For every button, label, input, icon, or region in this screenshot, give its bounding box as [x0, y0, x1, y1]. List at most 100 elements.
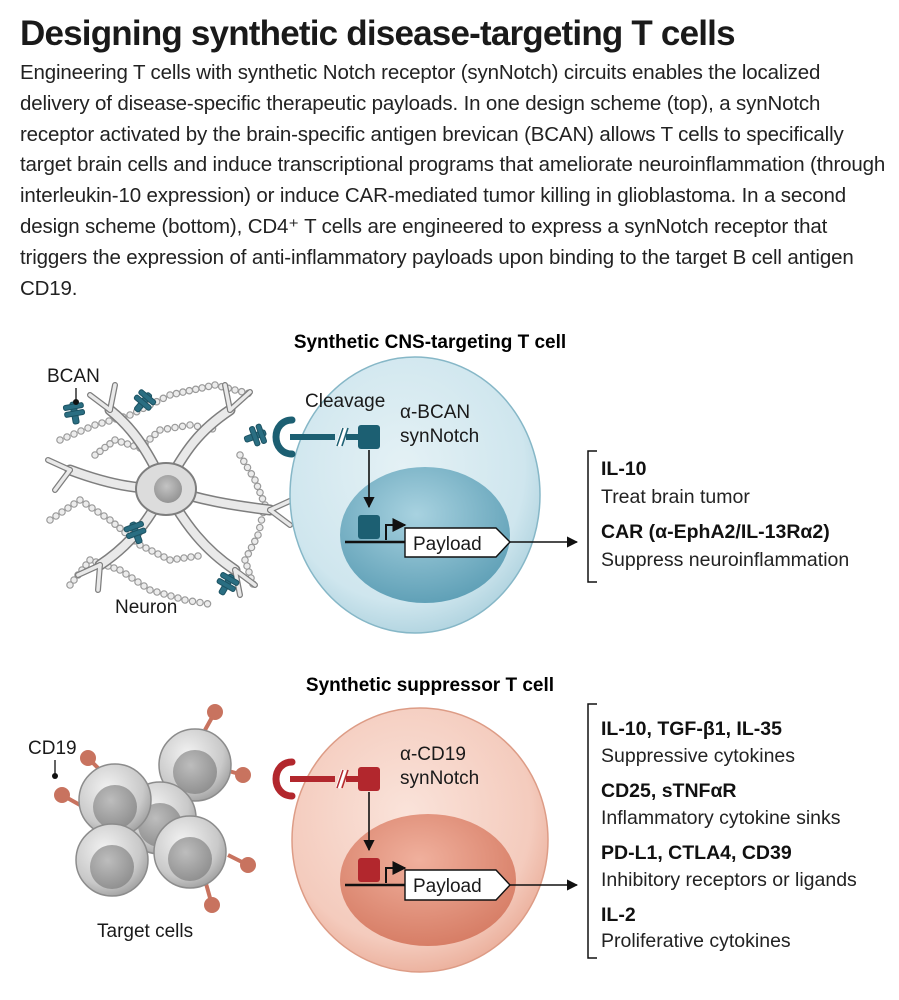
matrix-bead	[52, 512, 60, 520]
matrix-bead	[146, 586, 154, 594]
matrix-bead	[148, 547, 156, 555]
matrix-bead	[240, 457, 248, 466]
matrix-bead	[70, 500, 78, 508]
promoter-arrow-2	[385, 861, 407, 883]
matrix-bead	[247, 469, 256, 478]
matrix-bead	[255, 523, 264, 532]
cd19-label: CD19	[28, 738, 77, 759]
tf-bound-promoter-2	[358, 858, 380, 882]
tf-bound-promoter	[358, 515, 380, 539]
neuron-label: Neuron	[115, 597, 177, 618]
matrix-bead	[171, 423, 179, 432]
target-b-cells	[75, 728, 232, 897]
cleavage-label: Cleavage	[305, 391, 385, 412]
target-cell	[153, 815, 227, 889]
matrix-bead	[111, 436, 119, 444]
bcan-label: BCAN	[47, 366, 100, 387]
matrix-bead	[236, 451, 244, 459]
matrix-bead	[188, 597, 197, 606]
matrix-bead	[106, 439, 114, 448]
cd19-receptor-label-2: synNotch	[400, 768, 479, 789]
bottom-section-title: Synthetic suppressor T cell	[306, 675, 554, 696]
payload-gene-box: Payload	[404, 527, 511, 558]
matrix-bead	[160, 590, 168, 598]
matrix-bead	[243, 463, 252, 472]
matrix-bead	[116, 566, 124, 574]
matrix-bead	[105, 417, 113, 425]
payload-gene-box-2: Payload	[404, 869, 511, 901]
matrix-bead	[134, 578, 142, 586]
bcan-receptor-label-1: α-BCAN	[400, 402, 470, 423]
bottom-output-4-bold: IL-2	[601, 904, 636, 926]
matrix-bead	[166, 391, 174, 399]
matrix-bead	[70, 576, 78, 584]
matrix-bead	[251, 476, 259, 484]
target-cell	[75, 823, 149, 897]
matrix-bead	[178, 422, 187, 431]
cd19-pointer-dot	[52, 773, 58, 779]
matrix-bead	[76, 496, 84, 504]
matrix-bead	[194, 552, 202, 560]
figure-caption: Engineering T cells with synthetic Notch…	[20, 61, 886, 300]
matrix-bead	[166, 556, 174, 564]
matrix-bead	[256, 488, 264, 497]
bcan-antigens	[62, 389, 267, 596]
matrix-bead	[172, 389, 181, 398]
matrix-bead	[186, 421, 194, 429]
matrix-bead	[96, 447, 104, 456]
matrix-bead	[193, 422, 202, 431]
matrix-bead	[253, 482, 262, 491]
matrix-bead	[254, 531, 262, 539]
matrix-bead	[181, 596, 189, 604]
matrix-bead	[88, 504, 96, 512]
top-section-title: Synthetic CNS-targeting T cell	[294, 332, 566, 353]
bottom-output-bracket	[587, 703, 597, 959]
matrix-bead	[116, 524, 124, 533]
matrix-bead	[247, 543, 256, 552]
payload-label: Payload	[413, 534, 482, 555]
cd19-receptor-label-1: α-CD19	[400, 744, 466, 765]
matrix-bead	[154, 550, 162, 558]
matrix-bead	[146, 435, 154, 443]
matrix-bead	[160, 553, 168, 561]
matrix-bead	[122, 570, 130, 578]
matrix-bead	[185, 386, 194, 395]
matrix-bead	[126, 411, 134, 419]
matrix-bead	[187, 553, 195, 561]
bottom-output-2-bold: CD25, sTNFαR	[601, 780, 737, 802]
bottom-output-3-text: Inhibitory receptors or ligands	[601, 869, 857, 891]
matrix-bead	[198, 384, 206, 392]
matrix-bead	[91, 451, 99, 459]
bottom-output-2-text: Inflammatory cytokine sinks	[601, 807, 841, 829]
matrix-bead	[179, 388, 187, 396]
payload-label-2: Payload	[413, 876, 482, 897]
matrix-bead	[204, 382, 213, 391]
top-output-2-bold: CAR (α-EphA2/IL-13Rα2)	[601, 521, 830, 543]
matrix-bead	[211, 381, 219, 389]
matrix-bead	[140, 582, 148, 590]
matrix-bead	[163, 424, 172, 433]
matrix-bead	[173, 555, 181, 563]
matrix-bead	[64, 504, 72, 512]
matrix-bead	[196, 598, 204, 607]
target-cells-label: Target cells	[97, 921, 193, 942]
top-output-2-text: Suppress neuroinflammation	[601, 549, 849, 571]
matrix-bead	[180, 554, 188, 562]
top-output-1-text: Treat brain tumor	[601, 486, 750, 508]
matrix-bead	[98, 419, 106, 427]
bottom-output-1-bold: IL-10, TGF-β1, IL-35	[601, 718, 782, 740]
matrix-bead	[156, 426, 164, 434]
top-output-bracket	[587, 450, 597, 583]
matrix-bead	[117, 438, 126, 446]
matrix-bead	[94, 508, 102, 516]
matrix-bead	[167, 592, 175, 600]
top-output-1-bold: IL-10	[601, 458, 647, 480]
bcan-receptor-label-2: synNotch	[400, 426, 479, 447]
bcan-synnotch-receptor	[272, 416, 380, 458]
matrix-bead	[91, 421, 99, 429]
matrix-bead	[257, 516, 266, 524]
matrix-bead	[123, 440, 132, 448]
matrix-bead	[66, 581, 74, 589]
matrix-bead	[82, 500, 90, 508]
